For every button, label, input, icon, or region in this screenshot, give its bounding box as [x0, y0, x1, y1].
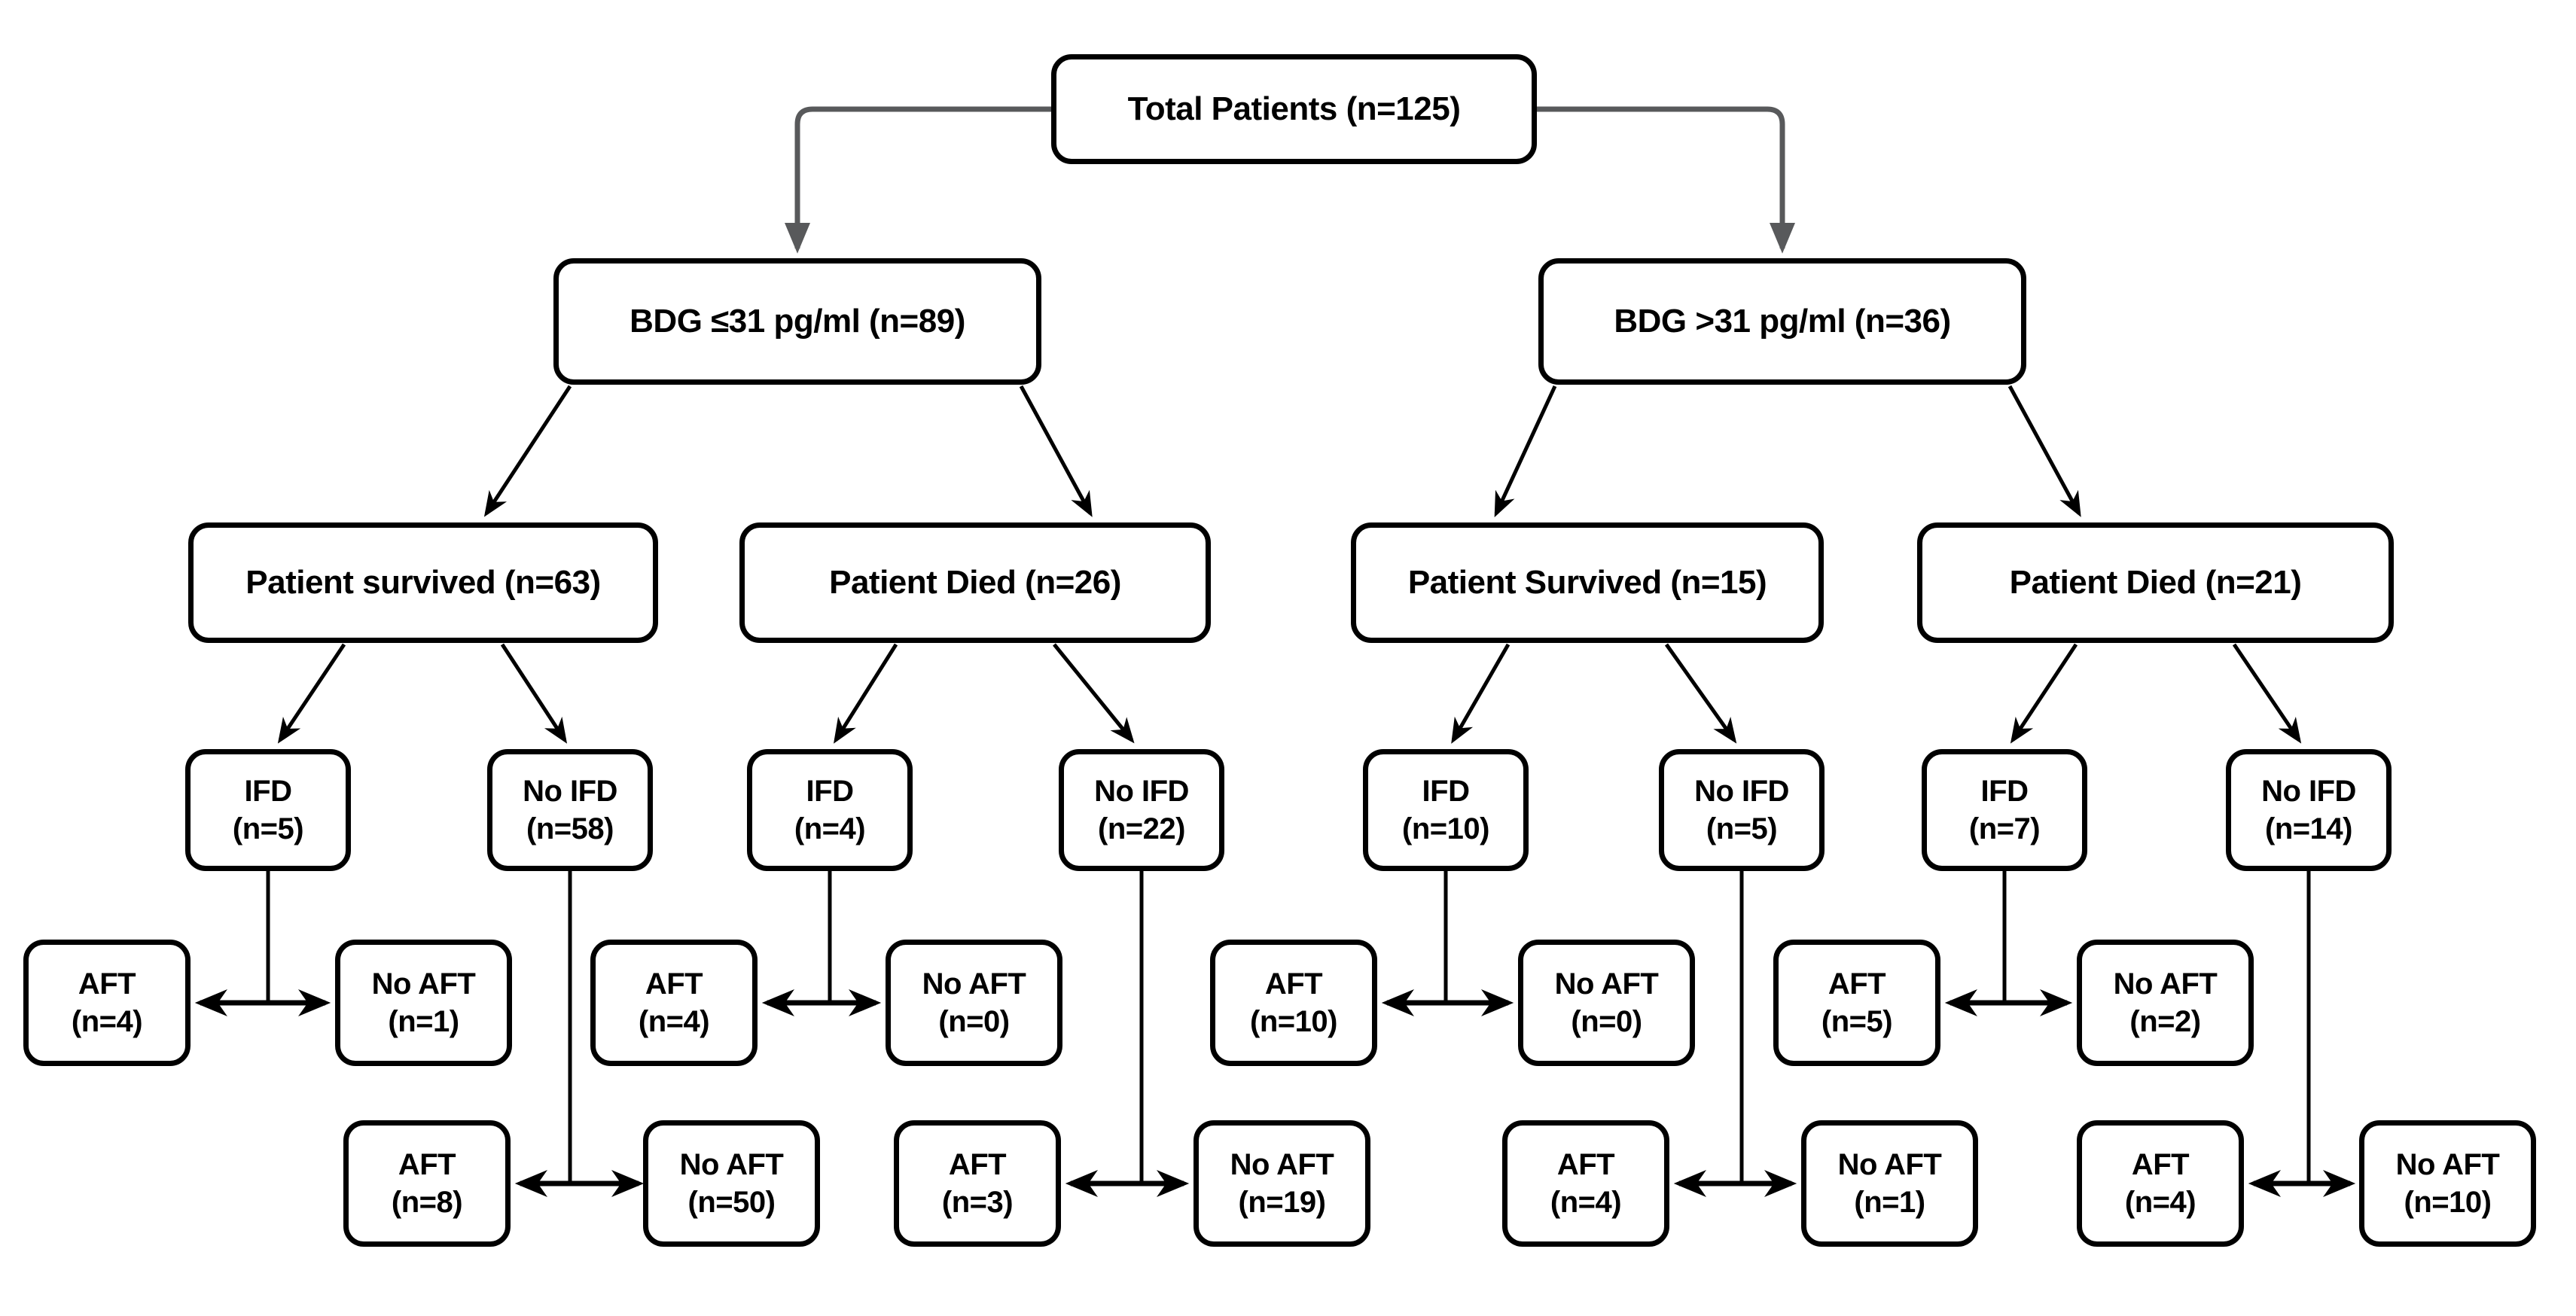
node-no-aft-upper-1: No AFT (n=1) — [335, 940, 512, 1066]
node-label: Patient Died (n=26) — [829, 564, 1121, 601]
node-ifd-n5: IFD (n=5) — [185, 749, 351, 871]
node-label: Patient Survived (n=15) — [1407, 564, 1767, 601]
node-no-aft-lower-4: No AFT (n=10) — [2359, 1120, 2536, 1247]
node-aft-upper-4: AFT (n=5) — [1773, 940, 1940, 1066]
edge-survived63-to-noifd — [500, 643, 568, 744]
edge-survived63-to-ifd — [277, 643, 346, 744]
node-no-aft-upper-3: No AFT (n=0) — [1518, 940, 1695, 1066]
edge-bdg-low-to-died — [1019, 385, 1093, 517]
node-ifd-n4: IFD (n=4) — [747, 749, 913, 871]
node-no-aft-lower-3: No AFT (n=1) — [1801, 1120, 1978, 1247]
node-no-ifd-n58: No IFD (n=58) — [487, 749, 653, 871]
node-aft-lower-1: AFT (n=8) — [343, 1120, 511, 1247]
edge-bdg-high-to-survived — [1494, 385, 1557, 518]
node-no-aft-lower-2: No AFT (n=19) — [1193, 1120, 1370, 1247]
node-died-le31: Patient Died (n=26) — [739, 522, 1211, 643]
edge-died26-to-ifd — [834, 643, 898, 744]
node-label: Patient survived (n=63) — [245, 564, 601, 601]
node-no-ifd-n14: No IFD (n=14) — [2226, 749, 2392, 871]
node-label: BDG >31 pg/ml (n=36) — [1614, 303, 1951, 340]
edge-survived15-to-noifd — [1664, 643, 1737, 744]
node-survived-le31: Patient survived (n=63) — [188, 522, 658, 643]
edge-root-to-bdg-low — [785, 106, 1053, 254]
node-no-aft-lower-1: No AFT (n=50) — [643, 1120, 820, 1247]
node-no-ifd-n22: No IFD (n=22) — [1059, 749, 1224, 871]
edge-bdg-low-to-survived — [483, 385, 572, 517]
node-ifd-n7: IFD (n=7) — [1922, 749, 2087, 871]
edge-died21-to-noifd — [2232, 643, 2302, 744]
node-no-aft-upper-2: No AFT (n=0) — [886, 940, 1062, 1066]
node-label: BDG ≤31 pg/ml (n=89) — [630, 303, 965, 340]
node-aft-lower-3: AFT (n=4) — [1502, 1120, 1669, 1247]
node-aft-upper-1: AFT (n=4) — [23, 940, 191, 1066]
edge-survived15-to-ifd — [1451, 643, 1511, 744]
node-died-gt31: Patient Died (n=21) — [1917, 522, 2394, 643]
node-bdg-gt31: BDG >31 pg/ml (n=36) — [1538, 258, 2026, 385]
edge-root-to-bdg-high — [1535, 106, 1795, 254]
edge-bdg-high-to-died — [2007, 385, 2081, 517]
node-aft-upper-2: AFT (n=4) — [590, 940, 758, 1066]
node-bdg-le31: BDG ≤31 pg/ml (n=89) — [553, 258, 1041, 385]
node-total-patients: Total Patients (n=125) — [1051, 54, 1537, 164]
edge-died26-to-noifd — [1053, 643, 1135, 744]
node-survived-gt31: Patient Survived (n=15) — [1351, 522, 1824, 643]
node-no-aft-upper-4: No AFT (n=2) — [2077, 940, 2254, 1066]
node-label: Total Patients (n=125) — [1127, 90, 1461, 127]
node-ifd-n10: IFD (n=10) — [1363, 749, 1529, 871]
node-aft-upper-3: AFT (n=10) — [1210, 940, 1377, 1066]
node-aft-lower-2: AFT (n=3) — [894, 1120, 1061, 1247]
node-aft-lower-4: AFT (n=4) — [2077, 1120, 2244, 1247]
edge-died21-to-ifd — [2010, 643, 2078, 744]
node-label: Patient Died (n=21) — [2009, 564, 2302, 601]
node-no-ifd-n5: No IFD (n=5) — [1659, 749, 1825, 871]
